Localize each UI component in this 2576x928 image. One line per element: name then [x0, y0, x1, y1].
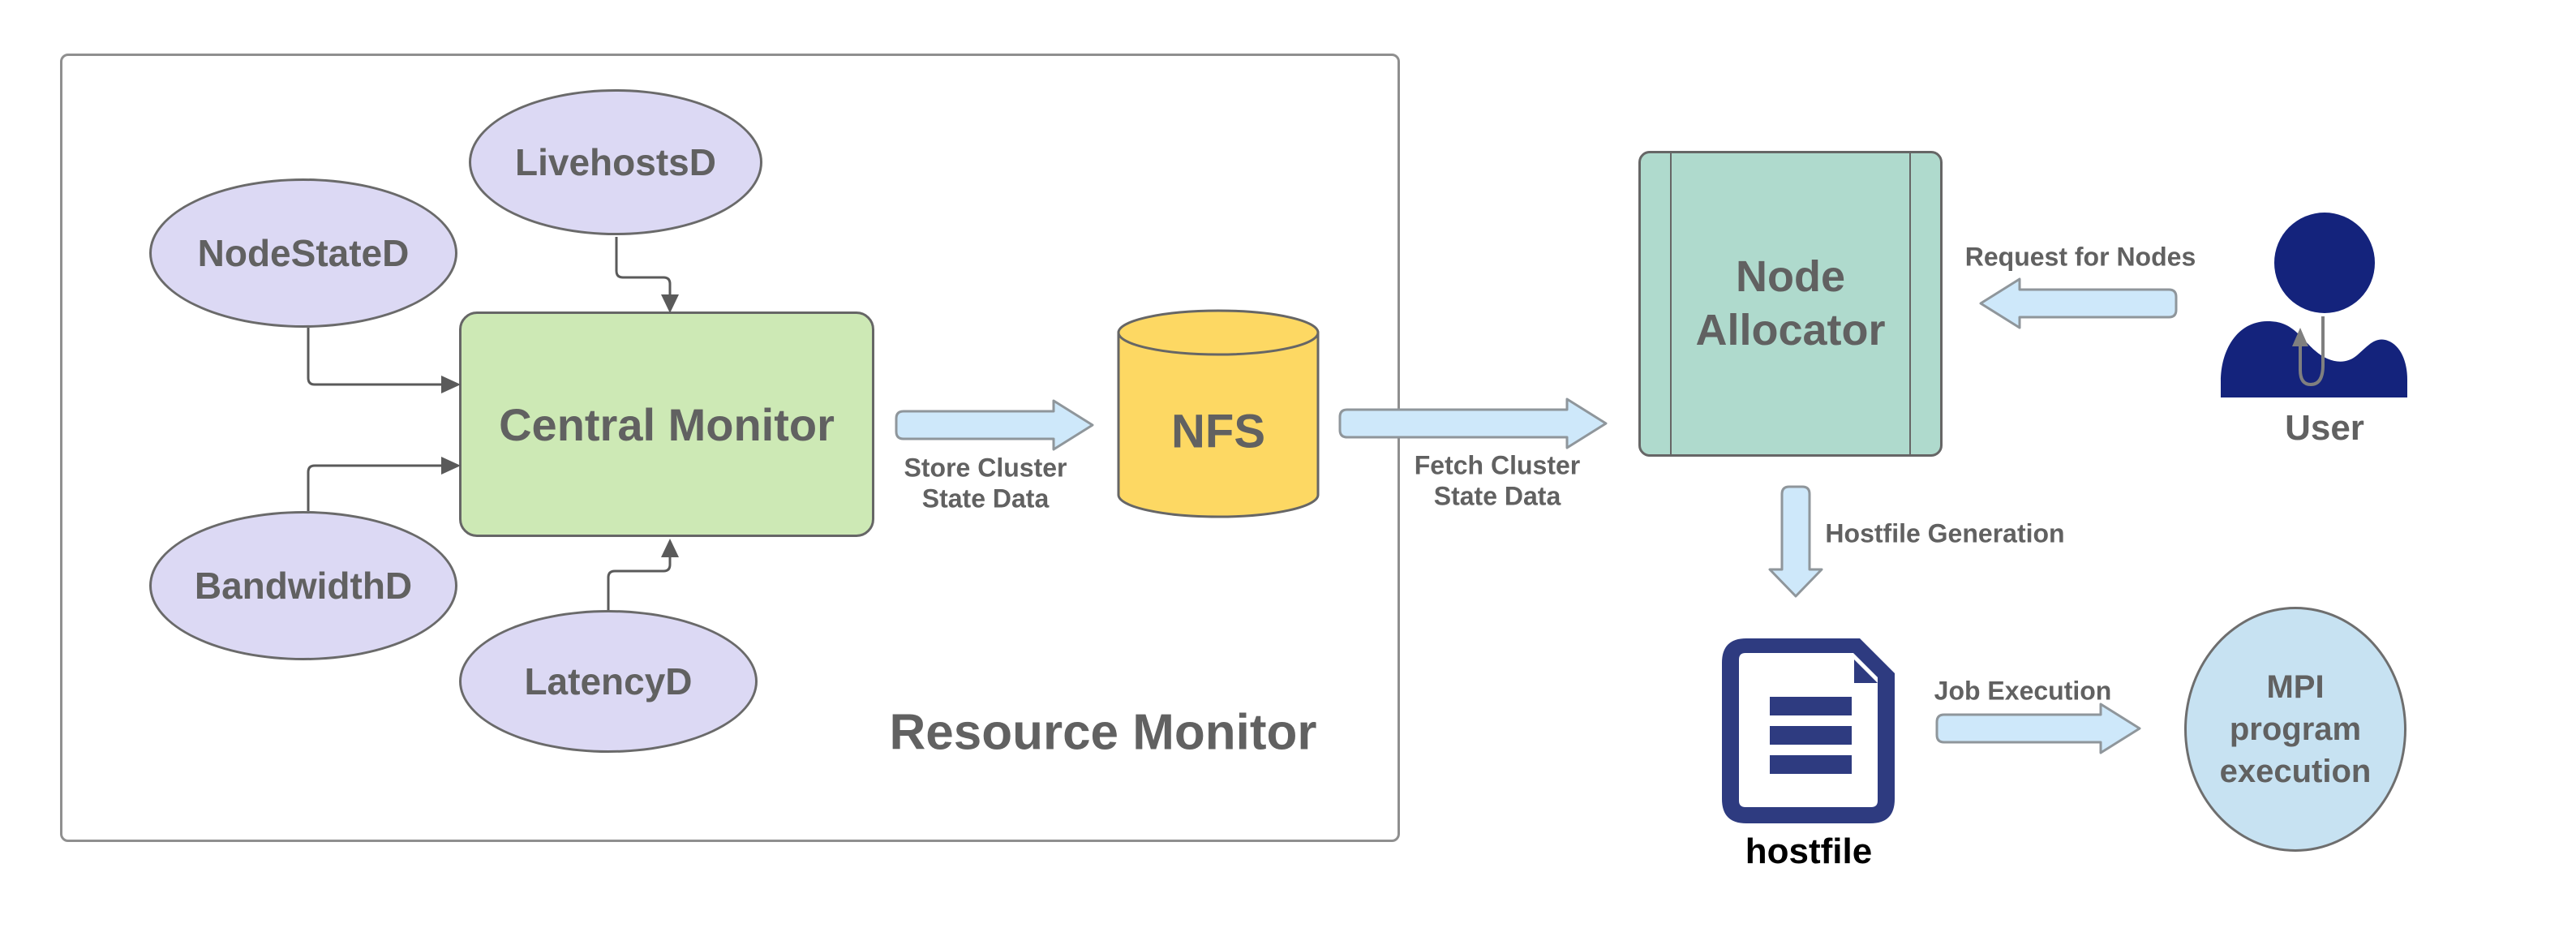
- daemon-ellipse-livehostsd: LivehostsD: [469, 89, 762, 235]
- fetch-flow-label-line2: State Data: [1433, 481, 1561, 511]
- store-flow-label-line1: Store Cluster: [904, 453, 1067, 483]
- fetch-flow-label-line1: Fetch Cluster: [1414, 450, 1581, 480]
- hostfile-generation-label: Hostfile Generation: [1825, 518, 2065, 548]
- user-connector-stub: [2292, 316, 2325, 387]
- job-execution-arrow: [1935, 702, 2141, 754]
- hostfile-fold-corner: [1854, 659, 1878, 683]
- node-allocator-box: Node Allocator: [1638, 151, 1943, 457]
- nfs-label: NFS: [1171, 405, 1265, 458]
- daemon-ellipse-latencyd: LatencyD: [459, 610, 758, 753]
- resource-monitor-label: Resource Monitor: [889, 704, 1317, 761]
- daemon-label-nodestated: NodeStateD: [197, 232, 410, 274]
- mpi-label-line3: execution: [2219, 754, 2372, 789]
- mpi-execution-ellipse: MPI program execution: [2184, 607, 2406, 852]
- request-flow-arrow: [1979, 277, 2178, 329]
- hostfile-label: hostfile: [1745, 831, 1873, 871]
- node-allocator-label-line1: Node: [1736, 251, 1845, 301]
- central-monitor-label: Central Monitor: [499, 398, 835, 450]
- hostfile-document-icon: [1722, 638, 1895, 823]
- daemon-label-bandwidthd: BandwidthD: [194, 565, 413, 607]
- user-label: User: [2285, 408, 2364, 448]
- daemon-ellipse-nodestated: NodeStateD: [149, 178, 457, 328]
- mpi-label-line1: MPI: [2266, 669, 2325, 705]
- daemon-label-livehostsd: LivehostsD: [515, 141, 716, 183]
- request-flow-label: Request for Nodes: [1964, 242, 2196, 272]
- daemon-ellipse-bandwidthd: BandwidthD: [149, 511, 457, 660]
- node-allocator-label-line2: Allocator: [1695, 305, 1886, 354]
- daemon-label-latencyd: LatencyD: [524, 660, 693, 702]
- node-allocator-left-bar: [1670, 153, 1672, 454]
- store-flow-label-line2: State Data: [921, 483, 1050, 513]
- node-allocator-right-bar: [1909, 153, 1911, 454]
- user-icon: [2221, 213, 2407, 397]
- central-monitor-box: Central Monitor: [459, 311, 874, 537]
- mpi-label-line2: program: [2229, 711, 2362, 747]
- job-execution-label: Job Execution: [1934, 676, 2112, 706]
- hostfile-generation-arrow: [1768, 485, 1823, 598]
